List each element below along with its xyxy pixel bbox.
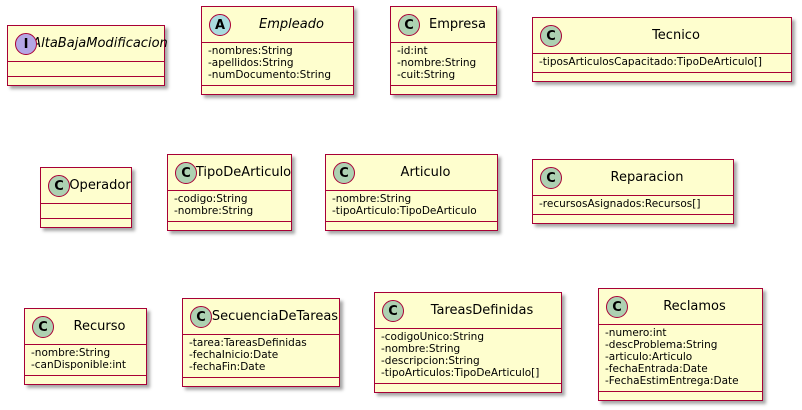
- class-stereotype-icon: C: [32, 316, 54, 338]
- class-stereotype-icon: C: [540, 25, 562, 47]
- class-name: AltaBajaModificacion: [32, 36, 168, 51]
- attributes-section: -nombres:String-apellidos:String-numDocu…: [202, 43, 353, 86]
- class-attribute: -codigo:String: [174, 193, 248, 205]
- class-attribute: -nombre:String: [31, 347, 111, 359]
- class-attribute: -descProblema:String: [605, 339, 718, 351]
- methods-section: [326, 222, 497, 230]
- class-attribute: -id:int: [397, 45, 428, 57]
- class-name: Recurso: [73, 319, 126, 334]
- class-attribute: -cuit:String: [397, 69, 456, 81]
- class-attribute: -tipoArticulos:TipoDeArticulo[]: [381, 367, 540, 379]
- class-empleado: A Empleado -nombres:String-apellidos:Strin…: [201, 6, 354, 95]
- class-header: C Reparacion: [533, 160, 733, 196]
- class-header: C Reclamos: [599, 289, 762, 325]
- class-stereotype-icon: C: [190, 306, 212, 328]
- class-header: A Empleado: [202, 7, 353, 43]
- methods-section: [25, 376, 146, 384]
- class-attribute: -numDocumento:String: [208, 69, 332, 81]
- class-attribute: -canDisponible:int: [31, 359, 127, 371]
- methods-section: [202, 86, 353, 94]
- class-stereotype-icon: C: [398, 14, 420, 36]
- class-name: TipoDeArticulo: [195, 165, 292, 180]
- class-attribute: -articulo:Articulo: [605, 351, 693, 363]
- attributes-section: [41, 204, 131, 219]
- class-stereotype-icon: C: [606, 296, 628, 318]
- class-attribute: -numero:int: [605, 327, 667, 339]
- class-stereotype-icon: C: [175, 162, 197, 184]
- attributes-section: -recursosAsignados:Recursos[]: [533, 196, 733, 215]
- class-attribute: -nombre:String: [381, 343, 461, 355]
- class-attribute: -tarea:TareasDefinidas: [189, 337, 307, 349]
- attributes-section: -numero:int-descProblema:String-articulo…: [599, 325, 762, 392]
- class-name: Reparacion: [610, 170, 684, 185]
- class-name: Empresa: [429, 17, 486, 32]
- abstract-class-stereotype-icon: A: [209, 14, 231, 36]
- class-attribute: -fechaInicio:Date: [189, 349, 279, 361]
- class-attribute: -fechaEntrada:Date: [605, 363, 708, 375]
- methods-section: [599, 392, 762, 400]
- class-attribute: -nombres:String: [208, 45, 293, 57]
- class-attribute: -fechaFin:Date: [189, 361, 266, 373]
- attributes-section: -tiposArticulosCapacitado:TipoDeArticulo…: [533, 54, 791, 73]
- methods-section: [375, 384, 561, 392]
- methods-section: [168, 222, 291, 230]
- class-name: Reclamos: [663, 299, 726, 314]
- class-name: SecuenciaDeTareas: [211, 309, 339, 324]
- attributes-section: [8, 62, 164, 77]
- class-header: C Articulo: [326, 155, 497, 191]
- class-name: TareasDefinidas: [430, 303, 534, 318]
- class-attribute: -tiposArticulosCapacitado:TipoDeArticulo…: [539, 56, 763, 68]
- attributes-section: -nombre:String-canDisponible:int: [25, 345, 146, 376]
- class-attribute: -nombre:String: [332, 193, 412, 205]
- methods-section: [41, 219, 131, 227]
- class-stereotype-icon: C: [540, 167, 562, 189]
- attributes-section: -tarea:TareasDefinidas-fechaInicio:Date-…: [183, 335, 339, 378]
- methods-section: [391, 86, 496, 94]
- attributes-section: -codigoUnico:String-nombre:String-descri…: [375, 329, 561, 384]
- methods-section: [8, 77, 164, 85]
- methods-section: [533, 215, 733, 223]
- class-header: C Empresa: [391, 7, 496, 43]
- class-attribute: -nombre:String: [397, 57, 477, 69]
- class-tecnico: C Tecnico -tiposArticulosCapacitado:TipoDe…: [532, 17, 792, 82]
- class-stereotype-icon: C: [48, 175, 70, 197]
- class-stereotype-icon: C: [382, 300, 404, 322]
- class-header: C Recurso: [25, 309, 146, 345]
- attributes-section: -id:int-nombre:String-cuit:String: [391, 43, 496, 86]
- class-attribute: -FechaEstimEntrega:Date: [605, 375, 739, 387]
- class-name: Tecnico: [652, 28, 700, 43]
- class-articulo: C Articulo -nombre:String-tipoArticulo:Tip…: [325, 154, 498, 231]
- class-attribute: -codigoUnico:String: [381, 331, 484, 343]
- class-attribute: -recursosAsignados:Recursos[]: [539, 198, 701, 210]
- class-attribute: -tipoArticulo:TipoDeArticulo: [332, 205, 477, 217]
- interface-stereotype-icon: I: [15, 33, 37, 55]
- methods-section: [183, 378, 339, 386]
- class-name: Articulo: [400, 165, 451, 180]
- class-reclamos: C Reclamos -numero:int-descProblema:String…: [598, 288, 763, 401]
- class-header: C Tecnico: [533, 18, 791, 54]
- class-empresa: C Empresa -id:int-nombre:String-cuit:Strin…: [390, 6, 497, 95]
- class-name: Operador: [69, 178, 131, 193]
- class-reparacion: C Reparacion -recursosAsignados:Recursos[]: [532, 159, 734, 224]
- class-stereotype-icon: C: [333, 162, 355, 184]
- methods-section: [533, 73, 791, 81]
- class-attribute: -apellidos:String: [208, 57, 294, 69]
- class-name: Empleado: [259, 17, 324, 32]
- class-recurso: C Recurso -nombre:String-canDisponible:int: [24, 308, 147, 385]
- attributes-section: -codigo:String-nombre:String: [168, 191, 291, 222]
- class-header: C TareasDefinidas: [375, 293, 561, 329]
- class-attribute: -nombre:String: [174, 205, 254, 217]
- class-tareasdefinidas: C TareasDefinidas -codigoUnico:String-nomb…: [374, 292, 562, 393]
- class-attribute: -descripcion:String: [381, 355, 480, 367]
- attributes-section: -nombre:String-tipoArticulo:TipoDeArticu…: [326, 191, 497, 222]
